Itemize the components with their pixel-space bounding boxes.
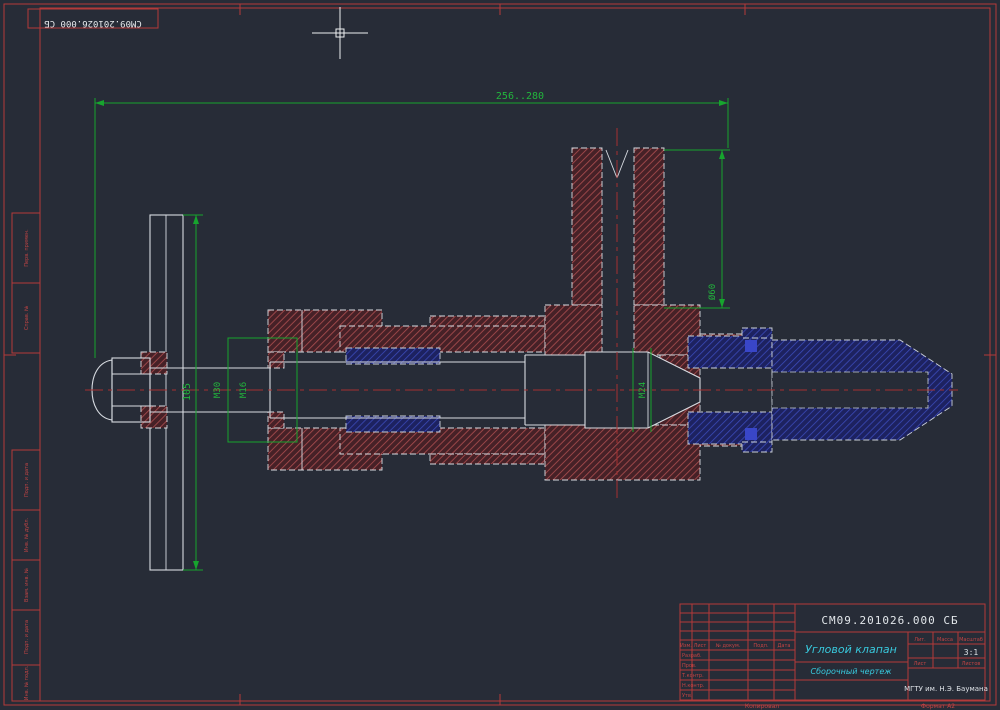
label-list2: Лист (914, 661, 927, 667)
packing-rings (345, 347, 441, 433)
union-nut (687, 327, 773, 453)
label-izm: Изм. (680, 643, 692, 649)
scale-value: 3:1 (964, 648, 979, 657)
dim-bore-text: Ø60 (707, 284, 718, 300)
side-stamps: Перв. примен. Справ. № Подп. и дата Инв.… (11, 212, 41, 702)
thread-mark (745, 428, 757, 440)
label-listov: Листов (962, 661, 981, 667)
thread-m24: М24 (638, 382, 648, 398)
side-stamp-label: Подп. и дата (24, 463, 30, 497)
format-label: Формат А2 (921, 703, 955, 710)
thread-mark (745, 340, 757, 352)
dim-overall-text: 256..280 (496, 91, 544, 102)
dimension-overall: 256..280 (94, 91, 729, 358)
dimensions: 256..280 105 Ø60 М30 М16 (94, 91, 730, 571)
label-list: Лист (694, 643, 707, 649)
thread-m30: М30 (213, 382, 223, 398)
label-utv: Утв. (682, 693, 693, 699)
kopiroval-label: Копировал (745, 703, 779, 710)
thread-m16: М16 (239, 382, 249, 398)
side-stamp-label: Инв. № дубл. (24, 517, 30, 552)
top-stamp-text: СМ09.201026.000 СБ (44, 18, 142, 28)
title-block: СМ09.201026.000 СБ Угловой клапан Сбороч… (679, 603, 988, 701)
label-nkontr: Н.контр. (682, 683, 705, 689)
side-stamp-label: Перв. примен. (24, 229, 30, 267)
label-razrab: Разраб. (682, 653, 702, 659)
label-ndokum: № докум. (716, 643, 741, 649)
top-stamp: СМ09.201026.000 СБ (27, 8, 159, 29)
centerlines (85, 128, 958, 503)
side-stamp-label: Подп. и дата (24, 620, 30, 654)
crosshair-cursor[interactable] (312, 7, 368, 59)
label-massa: Масса (937, 637, 953, 643)
label-tkontr: Т.контр. (681, 673, 704, 679)
drawing-title: Угловой клапан (805, 643, 897, 656)
dimension-outlet-bore: Ø60 (664, 149, 730, 309)
side-stamp-label: Взам. инв. № (24, 567, 30, 602)
label-data: Дата (778, 643, 791, 649)
doc-number: СМ09.201026.000 СБ (821, 614, 958, 627)
sheet-border (3, 3, 997, 706)
organization: МГТУ им. Н.Э. Баумана (904, 685, 988, 693)
label-prov: Пров. (682, 663, 697, 669)
side-stamp-label: Справ. № (24, 305, 30, 330)
valve-assembly-drawing: 256..280 105 Ø60 М30 М16 (85, 91, 958, 571)
label-lit: Лит. (914, 637, 926, 643)
dim-wheel-text: 105 (182, 383, 193, 401)
label-podp: Подп. (753, 643, 769, 649)
handwheel (140, 214, 184, 571)
footer-labels: Копировал Формат А2 (745, 703, 955, 710)
label-masshtab: Масштаб (959, 637, 983, 643)
thread-callouts: М30 М16 М24 (213, 337, 652, 443)
side-stamp-label: Инв. № подл. (24, 665, 30, 700)
drawing-type: Сборочный чертеж (811, 667, 893, 676)
dimension-wheel: 105 (182, 214, 203, 571)
